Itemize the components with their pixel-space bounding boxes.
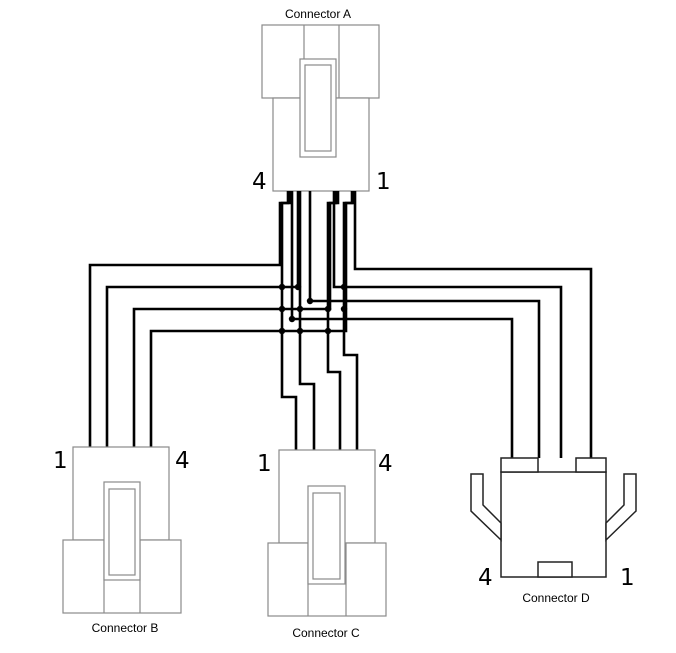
connector-d-clip-right bbox=[605, 473, 637, 542]
wire-c-pin1 bbox=[280, 191, 298, 450]
junction bbox=[296, 305, 304, 313]
junction bbox=[340, 305, 348, 313]
wire-d-pin1 bbox=[353, 191, 593, 458]
junction bbox=[278, 327, 286, 335]
wires-a-to-d bbox=[290, 191, 593, 458]
connector-b-latch-inner bbox=[108, 488, 136, 576]
connector-d-body bbox=[500, 471, 607, 578]
connector-d: Connector D 4 1 bbox=[470, 457, 637, 605]
junction bbox=[296, 327, 304, 335]
connector-d-pin-block-right bbox=[575, 457, 607, 473]
connector-a-label: Connector A bbox=[285, 7, 351, 21]
connector-b-pin-left: 1 bbox=[53, 448, 68, 474]
connector-b-pin-right: 4 bbox=[175, 448, 190, 474]
connector-a-pin-right: 1 bbox=[376, 169, 391, 195]
connector-d-key bbox=[537, 561, 573, 578]
connector-c-pin-left: 1 bbox=[257, 451, 272, 477]
connector-c: Connector C 1 4 bbox=[257, 449, 393, 640]
connector-d-label: Connector D bbox=[522, 591, 590, 605]
wire-c-pin3 bbox=[326, 191, 342, 450]
wire-b-pin3 bbox=[132, 191, 340, 447]
junction bbox=[306, 297, 314, 305]
junction bbox=[324, 305, 332, 313]
wire-b-pin2 bbox=[105, 191, 300, 447]
connector-d-pin-right: 1 bbox=[620, 565, 635, 591]
wire-d-pin2 bbox=[332, 191, 563, 458]
connector-a-pin-left: 4 bbox=[252, 169, 267, 195]
connector-a: Connector A 4 1 bbox=[252, 7, 391, 195]
wire-c-pin4 bbox=[342, 191, 359, 450]
connector-b-label: Connector B bbox=[92, 621, 159, 635]
junction bbox=[294, 283, 302, 291]
connector-d-clip-left bbox=[470, 473, 502, 542]
junction bbox=[324, 327, 332, 335]
connector-a-latch-inner bbox=[304, 64, 332, 152]
junction bbox=[278, 305, 286, 313]
junction bbox=[340, 283, 348, 291]
connector-d-pin-block-left bbox=[500, 457, 539, 473]
connector-c-latch-inner bbox=[312, 492, 341, 580]
junction bbox=[278, 283, 286, 291]
connector-c-pin-right: 4 bbox=[378, 451, 393, 477]
wire-c-pin2 bbox=[298, 191, 316, 450]
wire-junctions bbox=[278, 283, 348, 335]
connector-b: Connector B 1 4 bbox=[53, 446, 190, 635]
wire-b-pin1 bbox=[88, 191, 290, 447]
wire-d-pin4 bbox=[290, 191, 514, 458]
junction bbox=[288, 315, 296, 323]
wire-d-pin3 bbox=[308, 191, 541, 458]
connector-c-label: Connector C bbox=[292, 626, 360, 640]
connector-d-pin-left: 4 bbox=[478, 565, 493, 591]
